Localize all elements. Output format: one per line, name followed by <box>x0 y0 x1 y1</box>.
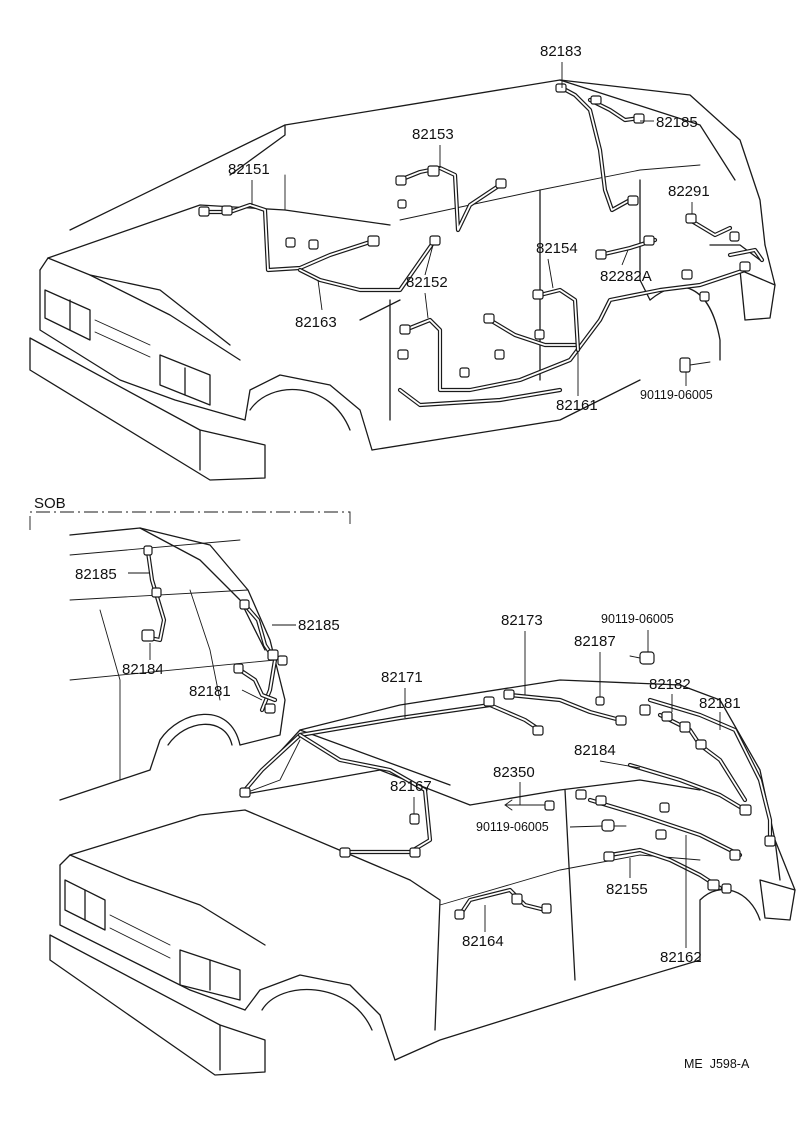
top-connectors <box>198 83 751 378</box>
callout-90119-b2: 90119-06005 <box>476 820 549 834</box>
callout-82181-sob: 82181 <box>189 683 231 700</box>
callout-82182: 82182 <box>649 676 691 693</box>
bottom-vehicle-body <box>49 679 796 1076</box>
callout-82184-b: 82184 <box>574 742 616 759</box>
callout-82185-sob-a: 82185 <box>75 566 117 583</box>
callout-82155: 82155 <box>606 881 648 898</box>
sob-label: SOB <box>34 495 66 512</box>
top-harnesses <box>202 85 765 408</box>
callout-82291: 82291 <box>668 183 710 200</box>
callout-82164: 82164 <box>462 933 504 950</box>
callout-82152: 82152 <box>406 274 448 291</box>
callout-82187: 82187 <box>574 633 616 650</box>
callout-82163: 82163 <box>295 314 337 331</box>
callout-82153: 82153 <box>412 126 454 143</box>
callout-82154: 82154 <box>536 240 578 257</box>
callout-82162: 82162 <box>660 949 702 966</box>
top-callouts: 82183 82185 82153 82151 82291 82154 8228… <box>228 43 713 414</box>
callout-82185-sob-b: 82185 <box>298 617 340 634</box>
top-vehicle-body <box>29 79 776 481</box>
callout-82161: 82161 <box>556 397 598 414</box>
callout-90119-b1: 90119-06005 <box>601 612 674 626</box>
sob-section: SOB 82185 82185 82184 82181 <box>29 495 351 801</box>
callout-82183: 82183 <box>540 43 582 60</box>
callout-82151: 82151 <box>228 161 270 178</box>
callout-82184-sob: 82184 <box>122 661 164 678</box>
callout-82167: 82167 <box>390 778 432 795</box>
figure-code: ME J598-A <box>684 1057 750 1071</box>
callout-82173: 82173 <box>501 612 543 629</box>
callout-82181-b: 82181 <box>699 695 741 712</box>
callout-82282a: 82282A <box>600 268 652 285</box>
callout-90119-top: 90119-06005 <box>640 388 713 402</box>
callout-82350: 82350 <box>493 764 535 781</box>
callout-82185-top: 82185 <box>656 114 698 131</box>
bottom-callouts: 82173 90119-06005 82187 82171 82182 8218… <box>381 612 741 966</box>
callout-82171: 82171 <box>381 669 423 686</box>
